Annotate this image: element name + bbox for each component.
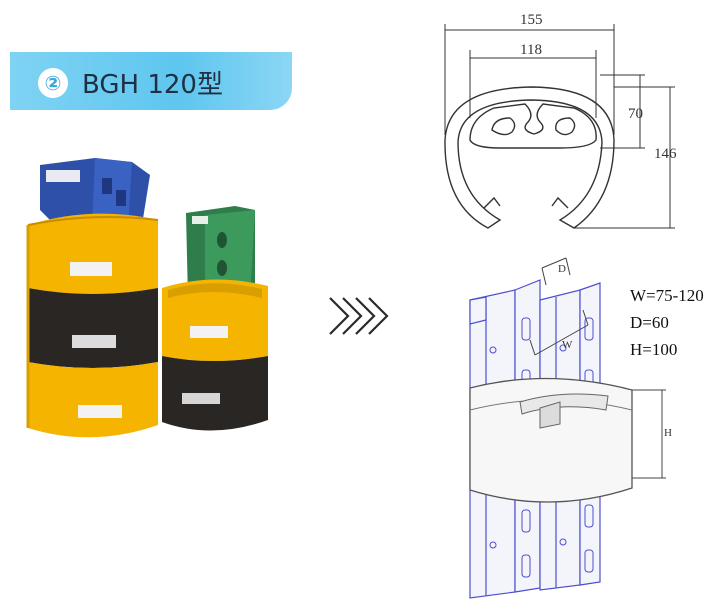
- spec-width: W=75-120: [630, 286, 704, 305]
- large-guard: [26, 213, 159, 438]
- dim-outer-width: 155: [520, 12, 543, 28]
- label-height: H: [664, 427, 672, 439]
- title-banner: ② BGH 120型: [10, 52, 292, 110]
- spec-depth: D=60: [630, 313, 669, 332]
- label-depth: D: [558, 263, 566, 275]
- direction-arrow: [329, 297, 389, 335]
- green-rack-post: [186, 206, 255, 300]
- spec-height: H=100: [630, 340, 678, 359]
- label-width: W: [562, 339, 573, 351]
- dim-inner-height: 70: [628, 106, 643, 122]
- isometric-drawing: D W H: [469, 257, 672, 599]
- dim-inner-width: 118: [520, 42, 542, 58]
- banner-text: ② BGH 120型: [38, 64, 223, 101]
- blue-rack-post: [40, 158, 150, 228]
- dim-outer-height: 146: [654, 146, 677, 162]
- cross-section-drawing: [444, 24, 675, 229]
- banner-number: ②: [38, 68, 68, 98]
- guard-band: [469, 377, 633, 503]
- banner-title: BGH 120型: [82, 70, 223, 100]
- small-guard: [162, 279, 268, 431]
- dimension-marks: [529, 257, 666, 479]
- product-photo: [26, 158, 268, 438]
